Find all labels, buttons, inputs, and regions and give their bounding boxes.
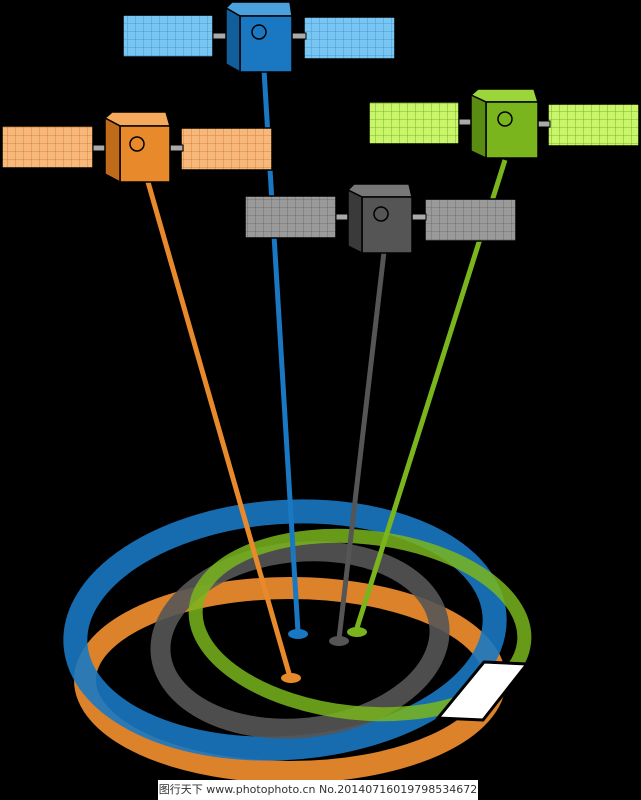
satellite-body	[361, 196, 413, 254]
coverage-rings	[63, 499, 532, 783]
gray-endpoint	[329, 636, 349, 646]
orange-endpoint	[281, 673, 301, 683]
solar-panel-left	[244, 195, 337, 239]
solar-panel-left	[122, 14, 214, 58]
solar-panel-right	[303, 16, 396, 60]
blue-ring	[63, 499, 507, 761]
solar-panel-right	[424, 198, 517, 242]
solar-panel-left	[368, 101, 460, 145]
solar-panel-right	[180, 127, 273, 171]
satellite-green	[368, 88, 640, 160]
green-ring	[188, 528, 532, 722]
signal-endpoints	[281, 627, 367, 683]
solar-panel-right	[547, 103, 640, 147]
orange-signal-line	[145, 181, 293, 678]
receiver-device	[434, 660, 530, 722]
solar-panel-left	[1, 125, 94, 169]
satellite-body	[119, 125, 171, 183]
green-endpoint	[347, 627, 367, 637]
satellite-body	[485, 101, 539, 159]
satellite-orange	[1, 111, 273, 184]
satellite-body	[239, 15, 293, 73]
gray-signal-line	[336, 251, 387, 640]
satellite-blue	[122, 1, 396, 74]
satellite-gray	[244, 183, 517, 255]
watermark-text: 图行天下 www.photophoto.cn No.20140716019798…	[158, 780, 478, 800]
blue-endpoint	[288, 629, 308, 639]
